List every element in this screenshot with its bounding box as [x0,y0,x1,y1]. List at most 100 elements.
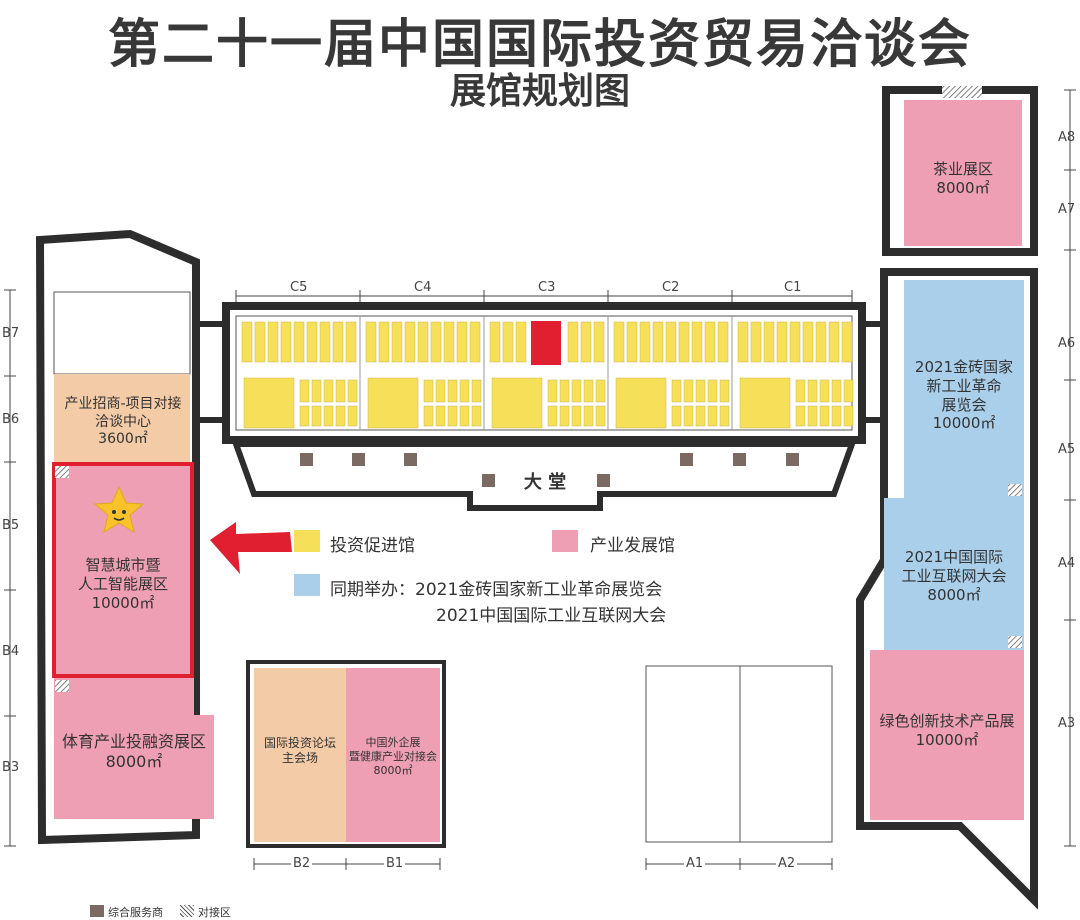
booth [571,379,582,403]
hall-a8-label: 茶业展区 8000㎡ [932,160,993,197]
booth [443,321,455,363]
booth [639,321,651,363]
booth [471,379,482,403]
booth [843,379,854,403]
docking-zone-b5 [55,466,69,478]
booth [435,405,446,427]
booth [559,379,570,403]
booth [423,379,434,403]
legend-concurrent: 同期举办：2021金砖国家新工业革命展览会 [330,580,663,600]
hall-b7 [53,291,191,375]
hall-b3-upper [54,678,194,718]
hall-b3-label: 体育产业投融资展区 8000㎡ [61,732,206,771]
hall-a6 [904,280,1024,498]
docking-zone-icon [180,905,194,917]
booth [335,379,346,403]
booth [707,405,718,427]
booth [323,379,334,403]
booth [595,379,606,403]
legend-investment: 投资促进馆 [330,536,415,556]
booth [365,321,377,363]
booth [243,377,295,429]
booth [319,321,331,363]
booth [435,379,446,403]
hall-a3-label: 绿色创新技术产品展 10000㎡ [879,712,1015,749]
booth [299,405,310,427]
booth [299,379,310,403]
hall-b1-label: 中国外企展 暨健康产业对接会 8000㎡ [349,736,437,777]
map-title: 第二十一届中国国际投资贸易洽谈会 [107,15,972,75]
booth [831,379,842,403]
booth [456,321,468,363]
booth [515,321,527,363]
axis-label-a4: A4 [1058,556,1076,571]
booth [795,379,806,403]
booth [547,379,558,403]
booth [815,321,827,363]
red-arrow-icon [210,522,292,574]
hall-b6 [54,374,190,462]
booth [491,377,543,429]
axis-label-b1: B1 [384,856,406,871]
axis-label-b7: B7 [2,326,20,341]
booth [719,379,730,403]
axis-label-c3: C3 [538,280,556,295]
booth [593,321,605,363]
axis-label-a5: A5 [1058,442,1076,457]
booth [306,321,318,363]
service-point [352,453,365,466]
axis-label-b4: B4 [2,644,20,659]
legend-concurrent-2: 2021中国国际工业互联网大会 [436,606,667,626]
booth [323,405,334,427]
axis-label-a3: A3 [1058,716,1076,731]
hall-a1 [645,665,741,843]
booth [280,321,292,363]
booth [430,321,442,363]
legend-industry: 产业发展馆 [590,536,675,556]
hall-a3 [870,650,1024,820]
booth [613,321,625,363]
booth [737,321,749,363]
service-point [482,474,495,487]
lobby-label: 大 堂 [523,472,567,493]
booth [615,377,667,429]
booth [807,379,818,403]
booth [567,321,579,363]
booth [691,321,703,363]
hall-a4 [884,498,1024,650]
axis-label-a8: A8 [1058,130,1076,145]
service-point [300,453,313,466]
booth [704,321,716,363]
booth [391,321,403,363]
booth [750,321,762,363]
hall-b6-label: 产业招商-项目对接 洽谈中心 3600㎡ [64,396,182,447]
booth [841,321,853,363]
booth [671,379,682,403]
booth [583,379,594,403]
docking-zone-b4 [55,680,69,692]
booth [335,405,346,427]
axis-label-c1: C1 [784,280,802,295]
axis-label-c2: C2 [662,280,680,295]
hall-a4-label: 2021中国国际 工业互联网大会 8000㎡ [901,548,1007,604]
booth [807,405,818,427]
booth [580,321,592,363]
booth [802,321,814,363]
hall-b3 [54,715,214,819]
booth [819,405,830,427]
booth [311,379,322,403]
axis-label-a6: A6 [1058,336,1076,351]
booth [695,405,706,427]
service-point [733,453,746,466]
docking-zone-a5 [1008,484,1022,496]
booth [378,321,390,363]
booth [683,379,694,403]
hall-a6-label: 2021金砖国家 新工业革命 展览会 10000㎡ [914,358,1014,433]
booth [423,405,434,427]
booth [595,405,606,427]
hall-a2 [739,665,833,843]
booth [683,405,694,427]
service-provider-icon [90,905,104,917]
booth [404,321,416,363]
booth [719,405,730,427]
